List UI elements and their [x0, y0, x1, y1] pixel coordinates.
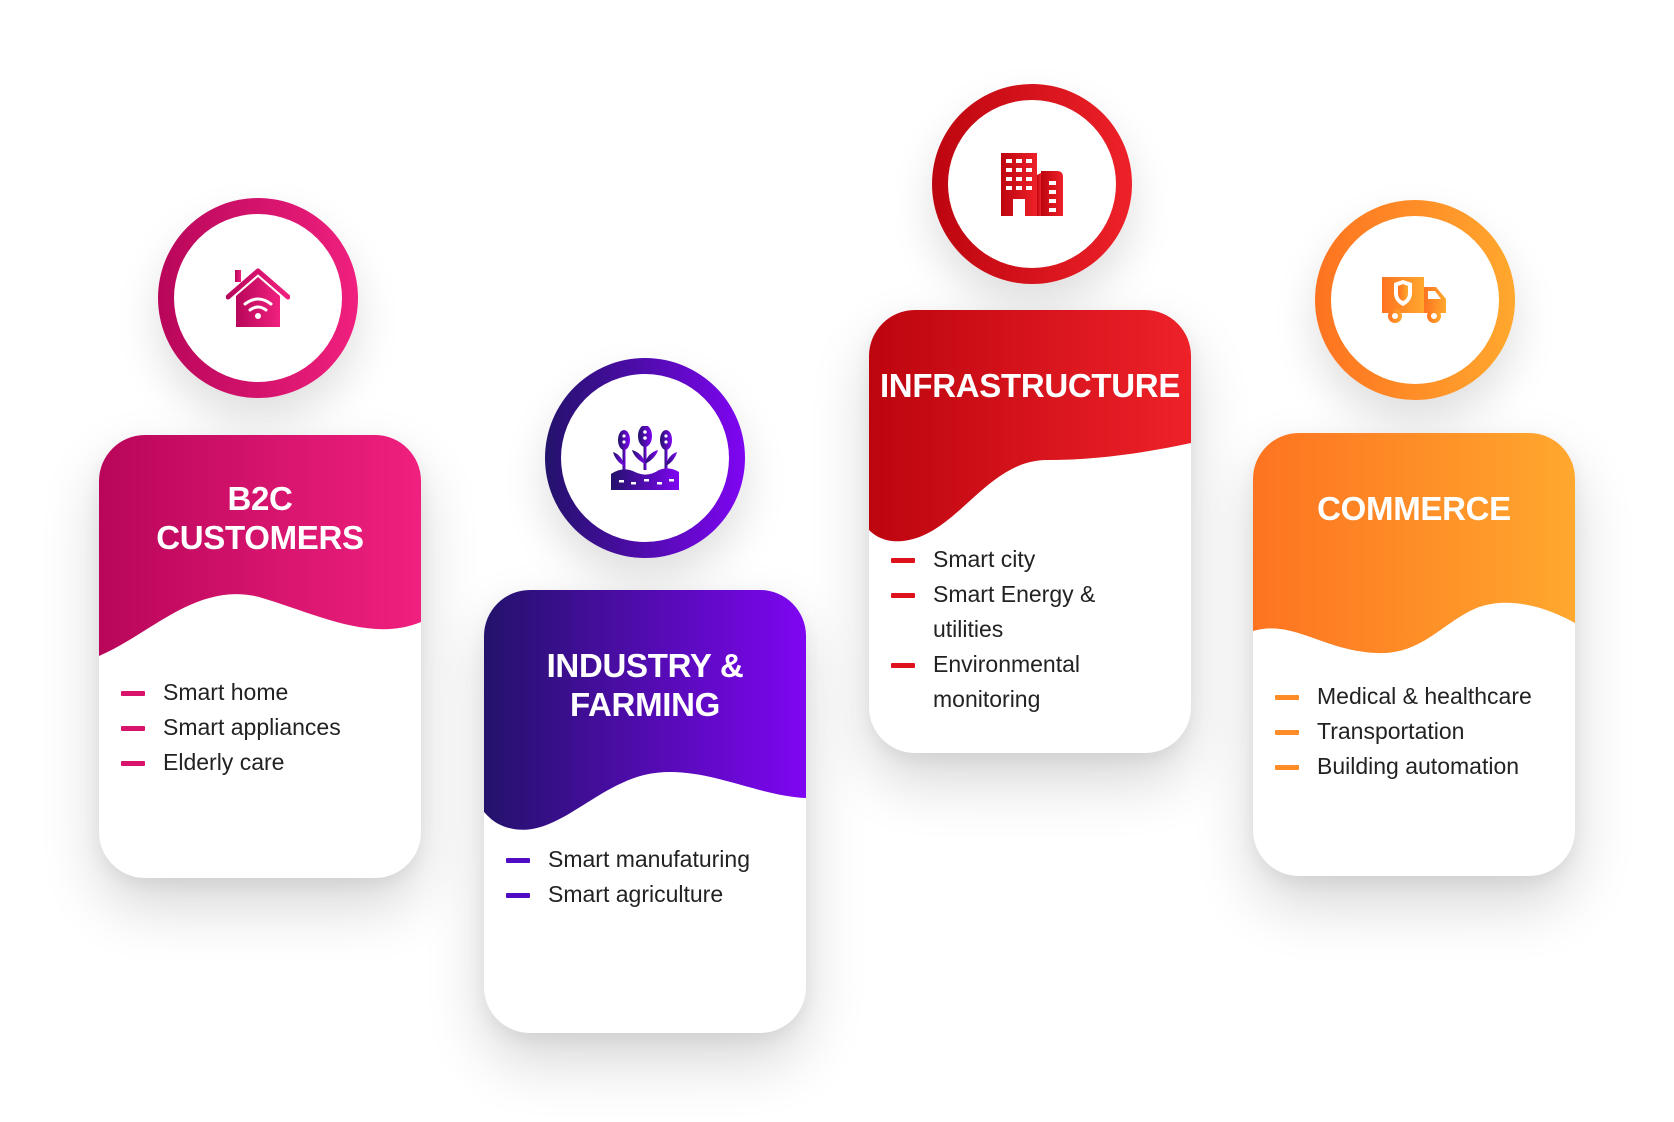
infrastructure-icon-circle	[932, 84, 1132, 284]
commerce-icon-circle	[1315, 200, 1515, 400]
card-commerce: COMMERCE Medical & healthcare Transporta…	[1253, 433, 1575, 876]
card-industry-farming: INDUSTRY & FARMING Smart manufaturing Sm…	[484, 590, 806, 1033]
card-b2c-customers: B2C CUSTOMERS Smart home Smart appliance…	[99, 435, 421, 878]
list-item: Smart city	[891, 542, 1181, 577]
city-buildings-icon	[1001, 153, 1063, 216]
list-item: Smart agriculture	[506, 877, 796, 912]
list-item: Medical & healthcare	[1275, 679, 1565, 714]
card-title: COMMERCE	[1317, 490, 1511, 527]
b2c-icon-circle	[158, 198, 358, 398]
list-item: Smart Energy &	[891, 577, 1181, 612]
list-item: Smart appliances	[121, 710, 411, 745]
card-header-wave	[484, 590, 806, 830]
delivery-truck-icon	[1382, 277, 1446, 323]
card-infrastructure: INFRASTRUCTURE Smart city Smart Energy &…	[869, 310, 1191, 753]
list-item: Elderly care	[121, 745, 411, 780]
feature-list: Smart home Smart appliances Elderly care	[121, 675, 411, 780]
card-title: INDUSTRY & FARMING	[546, 647, 744, 723]
smart-home-wifi-icon	[226, 268, 290, 327]
list-item: Building automation	[1275, 749, 1565, 784]
list-item: Smart home	[121, 675, 411, 710]
card-header-wave	[869, 310, 1191, 542]
feature-list: Smart manufaturing Smart agriculture	[506, 842, 796, 912]
industry-icon-circle	[545, 358, 745, 558]
list-item: utilities	[933, 616, 1004, 642]
card-title: INFRASTRUCTURE	[879, 367, 1181, 404]
list-item: Transportation	[1275, 714, 1565, 749]
card-header-wave	[1253, 433, 1575, 654]
list-item: Environmental	[891, 647, 1181, 682]
list-item: monitoring	[933, 686, 1041, 712]
crops-farming-icon	[611, 426, 679, 490]
feature-list: Smart city Smart Energy & utilities Envi…	[891, 542, 1181, 717]
card-header-wave	[99, 435, 421, 656]
card-title: B2C CUSTOMERS	[156, 480, 364, 556]
feature-list: Medical & healthcare Transportation Buil…	[1275, 679, 1565, 784]
list-item: Smart manufaturing	[506, 842, 796, 877]
